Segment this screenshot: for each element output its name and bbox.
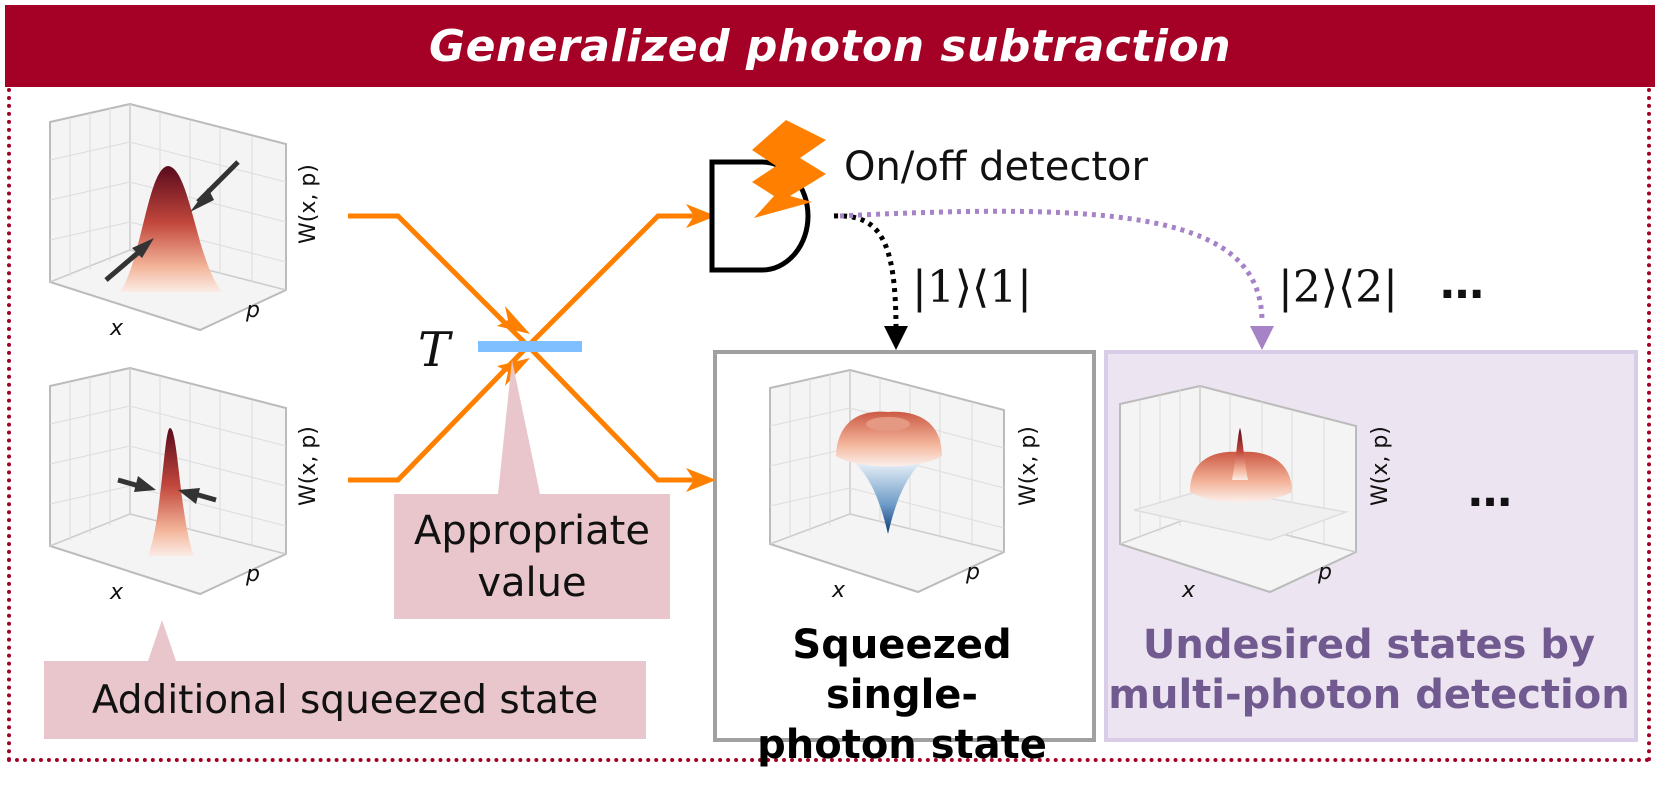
axis-w-1: W(x, p) (296, 164, 321, 244)
desired-label-line-2: photon state (757, 722, 1047, 768)
beam-input-lower (348, 344, 530, 483)
optical-paths (348, 213, 708, 483)
undesired-label-line-1: Undesired states by (1142, 622, 1596, 668)
undesired-states-label: Undesired states by multi-photon detecti… (1104, 620, 1634, 720)
axis-x-2: x (110, 580, 124, 605)
dotted-frame (7, 88, 1651, 762)
callout-value-line-1: Appropriate (414, 507, 650, 554)
axis-w-4: W(x, p) (1368, 426, 1393, 506)
classical-link-2 (839, 208, 1265, 323)
beam-input-upper (348, 213, 530, 348)
undesired-label-line-2: multi-photon detection (1108, 672, 1630, 718)
outcome-one-photon: |1⟩⟨1| (912, 262, 1032, 313)
callout-additional-squeezed-state: Additional squeezed state (44, 661, 646, 739)
wigner-plot-input-1 (49, 102, 287, 332)
undesired-box (1104, 350, 1638, 742)
axis-p-1: p (246, 298, 260, 323)
axis-p-2: p (246, 562, 260, 587)
ring-surface (836, 411, 942, 467)
central-peak (1232, 428, 1248, 480)
transmissivity-symbol: T (418, 322, 451, 378)
axis-p-3: p (966, 560, 980, 585)
arrowhead-link-2 (1250, 326, 1274, 350)
callout-value-line-2: value (477, 559, 587, 606)
desired-state-label: Squeezed single- photon state (712, 620, 1092, 770)
axis-p-4: p (1318, 560, 1332, 585)
beam-to-detector (526, 213, 708, 348)
axis-x-1: x (110, 316, 124, 341)
wigner-plot-single-photon (769, 368, 1005, 594)
arrowhead-output (686, 468, 716, 492)
arrowhead-link-1 (884, 326, 908, 350)
gaussian-peak-narrow (148, 428, 194, 556)
arrowhead-detector (686, 204, 716, 228)
callout-pointer-value (498, 360, 540, 494)
axis-x-3: x (832, 578, 846, 603)
callout-appropriate-value: Appropriate value (394, 494, 670, 619)
lightning-icon (752, 120, 826, 218)
outcome-two-photon: |2⟩⟨2| (1278, 262, 1398, 313)
title-banner: Generalized photon subtraction (5, 5, 1655, 87)
axis-w-2: W(x, p) (296, 426, 321, 506)
title: Generalized photon subtraction (428, 20, 1232, 72)
beam-to-output (526, 344, 708, 483)
undesired-ellipsis: … (1468, 466, 1512, 517)
wigner-plot-input-2 (49, 366, 287, 596)
dip-surface (852, 460, 924, 534)
axis-x-4: x (1182, 578, 1196, 603)
callout-pointer-additional (148, 620, 176, 661)
gaussian-peak-wide (120, 166, 222, 292)
desired-label-line-1: Squeezed single- (792, 622, 1012, 718)
axis-w-3: W(x, p) (1016, 426, 1041, 506)
arrowhead-bs-upper (497, 306, 530, 334)
wigner-plot-multi-photon (1119, 384, 1357, 594)
outcome-ellipsis: … (1440, 258, 1484, 309)
callout-additional-text: Additional squeezed state (91, 677, 599, 723)
beam-splitter (478, 341, 582, 352)
detector-label: On/off detector (844, 144, 1148, 190)
classical-link-1 (833, 213, 899, 331)
